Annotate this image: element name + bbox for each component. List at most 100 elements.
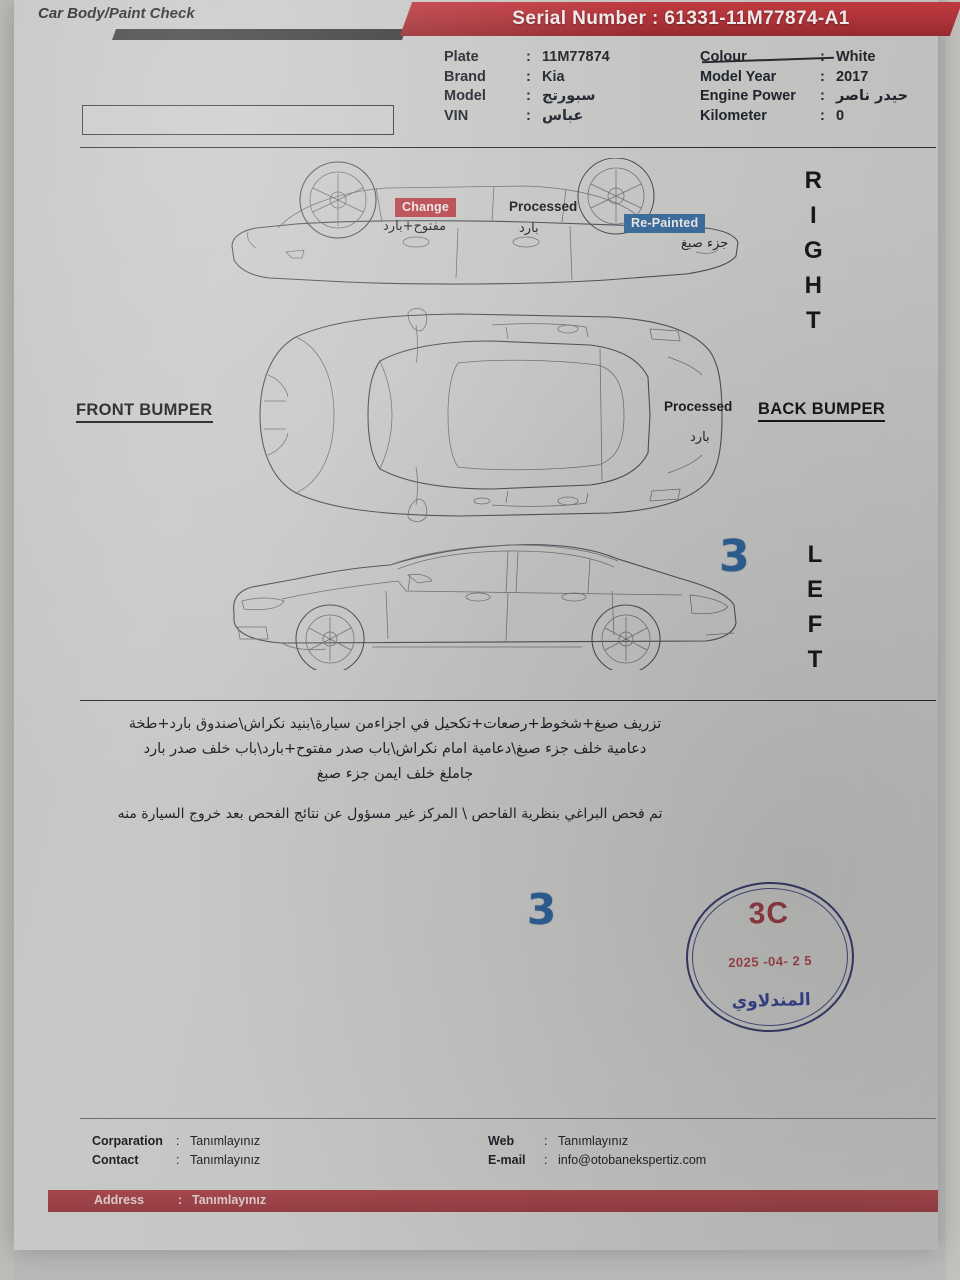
inspection-disclaimer: تم فحص البراغي بنظرية الفاحص \ المركز غي… xyxy=(117,806,663,822)
info-label-kilometer: Kilometer xyxy=(700,107,767,124)
info-label-colour: Colour xyxy=(700,48,820,68)
right-letter-r: R xyxy=(804,167,823,194)
serial-number-text: Serial Number : 61331-11M77874-A1 xyxy=(512,8,850,29)
label-back-bumper: BACK BUMPER xyxy=(758,400,886,422)
handwritten-mark-lower: 3 xyxy=(527,885,557,934)
footer-row-web: Web : Tanımlayınız xyxy=(488,1132,706,1151)
footer-value-email: info@otobanekspertiz.com xyxy=(558,1153,707,1167)
footer-label-contact: Contact xyxy=(92,1153,139,1167)
footer-colon-corporation: : xyxy=(176,1134,180,1148)
handwritten-mark-upper: 3 xyxy=(719,531,750,582)
note-line-1: تزريف صبغ+شخوط+رصعات+تكحيل في اجزاءمن سي… xyxy=(128,716,662,732)
info-colon-engine-power: : xyxy=(820,88,825,104)
info-row-vin: VIN : عباس xyxy=(444,107,610,127)
section-title-box xyxy=(82,105,394,135)
info-label-vin: VIN xyxy=(444,107,469,124)
inspection-stamp: 3C 2025 -04- 2 5 المندلاوي xyxy=(684,879,856,1035)
divider-footer xyxy=(80,1118,936,1119)
stamp-code: 3C xyxy=(748,896,790,931)
info-value-colour: White xyxy=(836,49,876,65)
banner-dark-stripe xyxy=(111,29,407,40)
car-diagram-right-side xyxy=(231,158,739,285)
label-left-side: L E F T xyxy=(807,537,824,677)
info-value-vin: عباس xyxy=(542,107,584,124)
footer-value-address: Tanımlayınız xyxy=(192,1193,267,1207)
right-letter-h: H xyxy=(804,272,823,299)
info-row-kilometer: Kilometer : 0 xyxy=(700,107,908,127)
right-letter-i: I xyxy=(810,202,818,229)
footer-left-column: Corparation : Tanımlayınız Contact : Tan… xyxy=(92,1132,260,1170)
address-bar xyxy=(48,1190,938,1212)
footer-row-email: E-mail : info@otobanekspertiz.com xyxy=(488,1151,706,1170)
info-label-plate: Plate xyxy=(444,49,479,65)
info-value-kilometer: 0 xyxy=(836,107,845,124)
info-value-engine-power: حيدر ناصر xyxy=(836,88,909,104)
footer-label-corporation: Corparation xyxy=(92,1134,163,1148)
divider-top xyxy=(80,147,936,149)
footer-colon-address: : xyxy=(178,1193,183,1207)
right-letter-t: T xyxy=(806,307,822,334)
info-colon-model-year: : xyxy=(820,68,825,85)
footer-row-corporation: Corparation : Tanımlayınız xyxy=(92,1132,260,1151)
info-row-engine-power: Engine Power : حيدر ناصر xyxy=(700,87,908,107)
info-label-engine-power: Engine Power xyxy=(700,88,796,104)
note-line-2: دعامية خلف جزء صبغ\دعامية امام نكراش\باب… xyxy=(143,741,647,757)
footer-value-contact: Tanımlayınız xyxy=(190,1153,261,1167)
info-row-plate: Plate : 11M77874 xyxy=(444,48,610,68)
inspection-report-sheet: Serial Number : 61331-11M77874-A1 Plate … xyxy=(14,0,960,1250)
vehicle-info-block: Plate : 11M77874 Brand : Kia Model : سبو… xyxy=(14,48,938,128)
right-letter-g: G xyxy=(804,237,824,264)
footer-label-email: E-mail xyxy=(488,1153,526,1167)
vehicle-info-left-column: Plate : 11M77874 Brand : Kia Model : سبو… xyxy=(444,48,610,126)
divider-bottom xyxy=(80,700,936,702)
info-colon-model: : xyxy=(526,88,531,104)
info-colon-brand: : xyxy=(526,68,531,85)
inspection-notes: تزريف صبغ+شخوط+رصعات+تكحيل في اجزاءمن سي… xyxy=(80,712,710,787)
left-letter-f: F xyxy=(807,611,824,638)
vehicle-info-right-column: Colour : White Model Year : 2017 Engine … xyxy=(700,48,908,126)
label-right-side: R I G H T xyxy=(804,163,824,338)
car-diagram-top-view xyxy=(259,308,723,522)
info-value-plate: 11M77874 xyxy=(542,49,610,65)
footer-row-contact: Contact : Tanımlayınız xyxy=(92,1151,260,1170)
label-processed-rear-sublabel: بارد xyxy=(690,430,710,445)
info-row-model: Model : سبورتج xyxy=(444,87,610,107)
info-label-brand: Brand xyxy=(444,68,486,85)
footer-label-web: Web xyxy=(488,1134,515,1148)
label-processed-top: Processed xyxy=(509,199,578,214)
serial-number-banner: Serial Number : 61331-11M77874-A1 xyxy=(64,2,960,40)
label-processed-rear: Processed xyxy=(664,399,733,414)
badge-change: Change xyxy=(395,198,457,217)
car-diagram-left-side xyxy=(233,544,737,670)
footer-colon-email: : xyxy=(544,1153,548,1167)
info-value-model-year: 2017 xyxy=(836,68,869,85)
label-front-bumper: FRONT BUMPER xyxy=(76,401,213,423)
badge-repainted: Re-Painted xyxy=(624,214,706,233)
info-colon-kilometer: : xyxy=(820,107,825,124)
footer-label-address: Address xyxy=(94,1193,145,1207)
info-label-model: Model xyxy=(444,88,486,104)
note-line-3: جاملغ خلف ايمن جزء صبغ xyxy=(316,766,474,782)
page-right-edge xyxy=(946,0,960,1280)
page-title: Car Body/Paint Check xyxy=(38,5,195,22)
footer-colon-web: : xyxy=(544,1134,548,1148)
left-letter-e: E xyxy=(807,576,825,603)
footer-value-corporation: Tanımlayınız xyxy=(190,1134,261,1148)
badge-change-sublabel: مفتوح+بارد xyxy=(383,219,447,234)
info-value-brand: Kia xyxy=(542,68,565,85)
info-row-brand: Brand : Kia xyxy=(444,68,610,88)
info-label-model-year: Model Year xyxy=(700,68,777,85)
left-letter-l: L xyxy=(807,541,824,568)
page-left-edge xyxy=(0,0,14,1280)
left-letter-t: T xyxy=(807,646,824,673)
info-row-model-year: Model Year : 2017 xyxy=(700,68,908,88)
footer-right-column: Web : Tanımlayınız E-mail : info@otobane… xyxy=(488,1132,706,1170)
badge-repainted-sublabel: جزء صبغ xyxy=(681,236,729,251)
footer-colon-contact: : xyxy=(176,1153,180,1167)
stamp-signature-name: المندلاوي xyxy=(731,989,811,1013)
label-processed-top-sublabel: بارد xyxy=(519,221,539,236)
info-value-model: سبورتج xyxy=(542,88,596,104)
info-colon-vin: : xyxy=(526,107,531,124)
info-colon-plate: : xyxy=(526,49,531,65)
info-row-colour: Colour : White xyxy=(700,48,908,68)
